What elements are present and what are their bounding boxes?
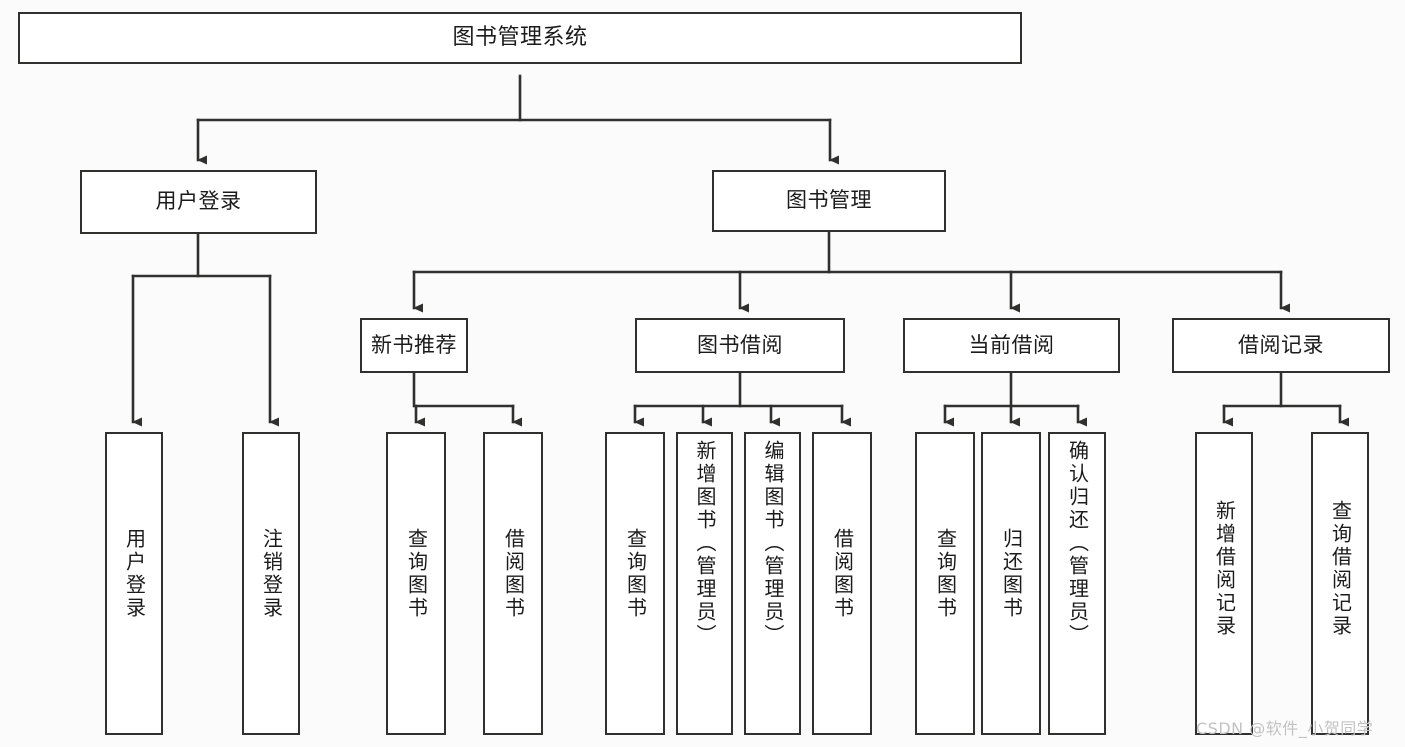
node-book-borrow[interactable]: 图书借阅: [635, 318, 845, 373]
node-label: 编辑图书（管理员）: [761, 440, 785, 647]
node-label: 查询图书: [623, 528, 648, 620]
node-label: 查询借阅记录: [1328, 500, 1353, 638]
leaf-query-book[interactable]: 查询图书: [605, 432, 665, 735]
leaf-query-borrow-record[interactable]: 查询借阅记录: [1311, 432, 1369, 735]
node-label: 确认归还（管理员）: [1065, 440, 1090, 647]
leaf-user-logout[interactable]: 注销登录: [242, 432, 300, 735]
node-user-login[interactable]: 用户登录: [80, 170, 317, 234]
node-root-system[interactable]: 图书管理系统: [18, 12, 1022, 64]
node-label: 用户登录: [122, 528, 147, 620]
node-label: 图书管理系统: [452, 24, 588, 50]
leaf-user-login[interactable]: 用户登录: [105, 432, 163, 735]
leaf-query-book-current[interactable]: 查询图书: [915, 432, 975, 735]
node-label: 新书推荐: [371, 332, 457, 357]
node-new-book-recommend[interactable]: 新书推荐: [360, 318, 468, 373]
node-label: 归还图书: [999, 528, 1024, 620]
leaf-add-borrow-record[interactable]: 新增借阅记录: [1195, 432, 1253, 735]
node-borrow-record[interactable]: 借阅记录: [1172, 318, 1390, 373]
leaf-add-book-admin[interactable]: 新增图书（管理员）: [676, 432, 733, 735]
node-current-borrow[interactable]: 当前借阅: [903, 318, 1120, 373]
node-label: 用户登录: [155, 189, 242, 214]
node-label: 图书管理: [786, 188, 872, 213]
node-label: 新增图书（管理员）: [693, 440, 717, 647]
leaf-borrow-book[interactable]: 借阅图书: [812, 432, 872, 735]
leaf-return-book[interactable]: 归还图书: [981, 432, 1041, 735]
leaf-query-book-new[interactable]: 查询图书: [386, 432, 446, 735]
leaf-edit-book-admin[interactable]: 编辑图书（管理员）: [744, 432, 801, 735]
leaf-confirm-return-admin[interactable]: 确认归还（管理员）: [1048, 432, 1106, 735]
leaf-borrow-book-new[interactable]: 借阅图书: [483, 432, 543, 735]
node-label: 查询图书: [404, 528, 429, 620]
node-label: 借阅图书: [501, 528, 526, 620]
node-label: 图书借阅: [697, 332, 783, 357]
node-label: 注销登录: [259, 528, 284, 620]
csdn-watermark: CSDN @软件_小贺同学: [1196, 719, 1374, 738]
node-label: 查询图书: [933, 528, 958, 620]
node-label: 当前借阅: [968, 332, 1055, 357]
node-label: 借阅图书: [830, 528, 855, 620]
node-label: 新增借阅记录: [1212, 500, 1237, 638]
node-label: 借阅记录: [1238, 332, 1324, 357]
node-book-management[interactable]: 图书管理: [712, 170, 946, 232]
